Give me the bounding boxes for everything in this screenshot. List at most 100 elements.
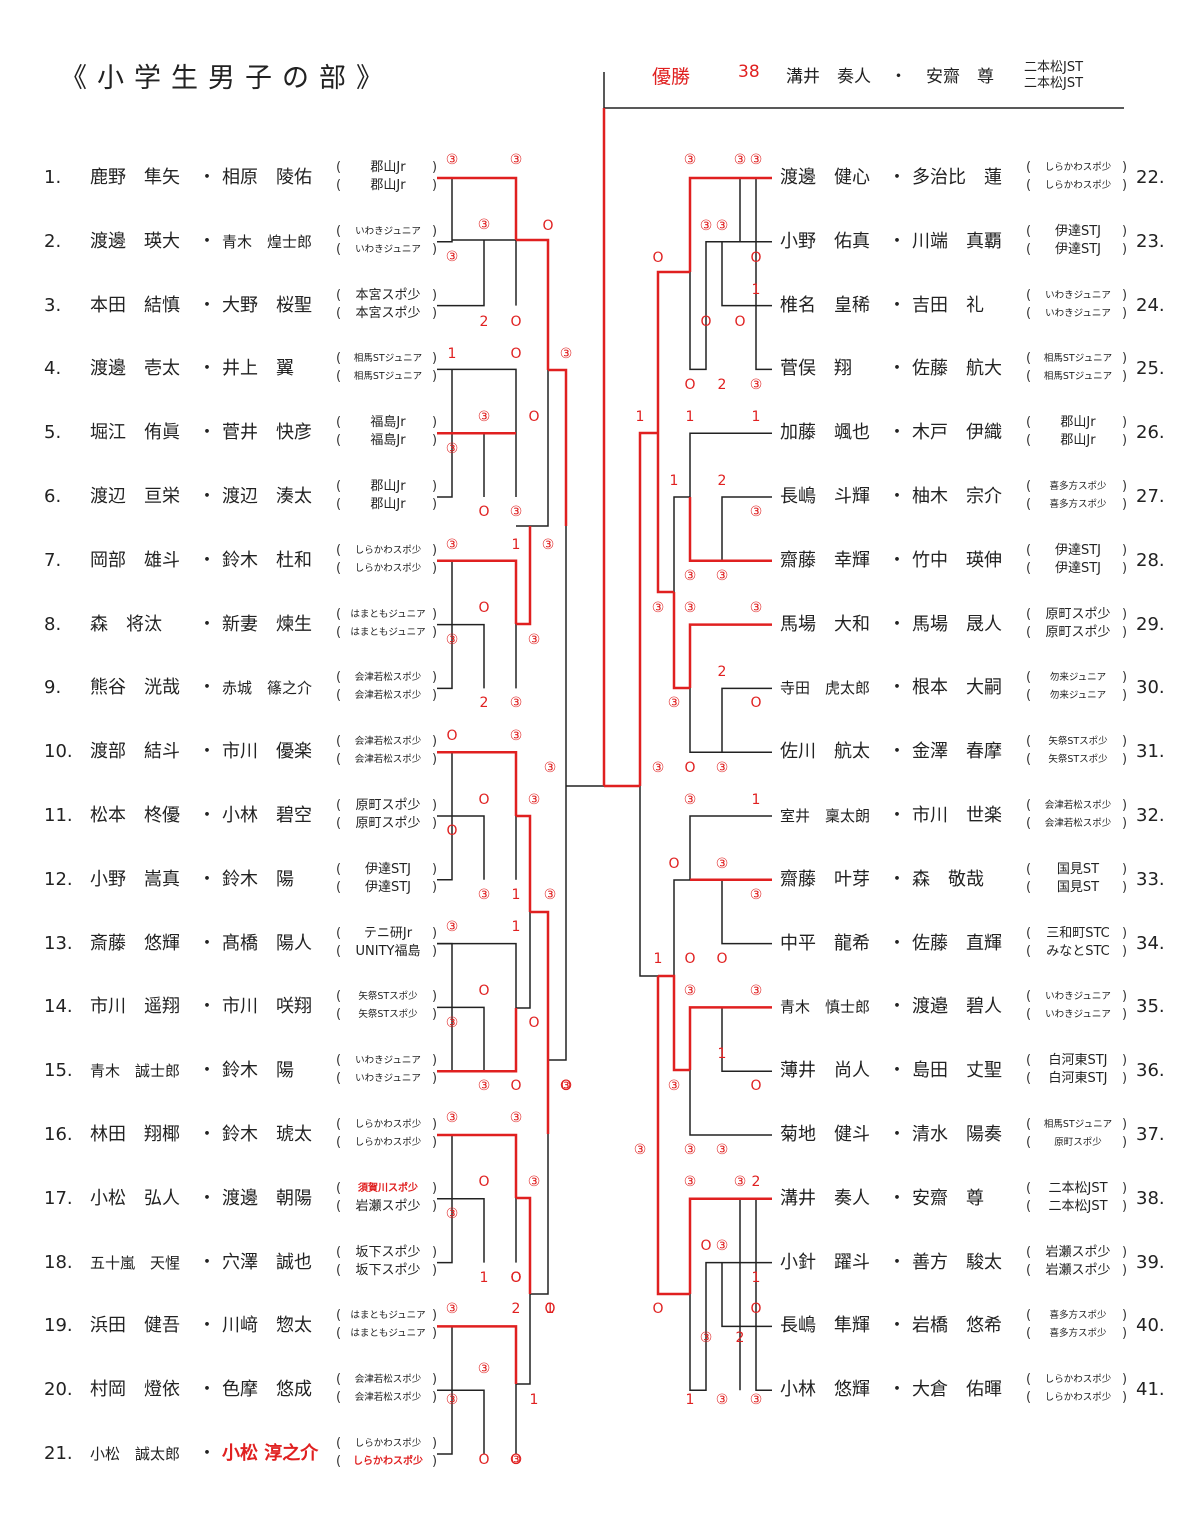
player1-name: 斎藤 悠輝	[90, 932, 180, 954]
entry-number: 35.	[1136, 996, 1165, 1018]
player1-name: 林田 翔椰	[90, 1124, 180, 1145]
paren-open: (	[336, 989, 342, 1005]
champion-player2: 安齋 尊	[926, 67, 994, 87]
paren-open: (	[1026, 160, 1032, 175]
paren-open: (	[336, 943, 342, 959]
entry-number: 36.	[1136, 1060, 1165, 1082]
paren-close: )	[432, 816, 438, 831]
separator: ・	[888, 549, 906, 571]
bracket-line	[437, 560, 453, 690]
match-score: 1	[529, 1392, 539, 1408]
separator: ・	[198, 1251, 216, 1273]
entry-number: 12.	[44, 868, 73, 890]
paren-open: (	[1026, 943, 1032, 959]
match-score: O	[700, 1238, 712, 1254]
separator: ・	[198, 1443, 216, 1464]
paren-close: )	[432, 479, 438, 494]
player2-name: 鈴木 杜和	[222, 549, 312, 571]
match-score: O	[750, 1078, 762, 1094]
paren-open: (	[1026, 1180, 1032, 1196]
player1-name: 加藤 颯也	[780, 422, 870, 444]
paren-open: (	[336, 688, 342, 704]
entry-number: 4.	[44, 358, 62, 380]
paren-open: (	[336, 861, 342, 877]
player1-name: 椎名 皇稀	[780, 294, 870, 316]
paren-open: (	[1026, 305, 1032, 321]
paren-close: )	[432, 1244, 438, 1260]
player2-name: 多治比 蓮	[912, 167, 1002, 188]
player1-name: 熊谷 洸哉	[90, 677, 180, 699]
paren-open: (	[1026, 542, 1032, 558]
match-score: ③	[509, 1452, 523, 1468]
bracket-line	[437, 1008, 518, 1073]
bracket-line	[721, 496, 772, 561]
paren-close: )	[1122, 1326, 1128, 1342]
match-score: ③	[749, 377, 763, 393]
separator: ・	[888, 677, 906, 699]
entry-number: 31.	[1136, 741, 1165, 763]
bracket-line	[672, 592, 690, 690]
paren-open: (	[1026, 369, 1032, 385]
club2: 会津若松スポ少	[1044, 818, 1112, 829]
entry-row: 17.小松 弘人・渡邊 朝陽(())須賀川スポ少岩瀬スポ少	[0, 1179, 1200, 1219]
match-score: ③	[715, 1392, 729, 1408]
page-title: 《小学生男子の部》	[60, 63, 393, 94]
match-score: ③	[477, 887, 491, 903]
match-score: ③	[445, 441, 459, 457]
match-score: ③	[633, 1142, 647, 1158]
match-score: 2	[717, 377, 727, 393]
player1-name: 渡邊 壱太	[90, 358, 180, 380]
bracket-line	[689, 432, 772, 497]
player2-name: 吉田 礼	[912, 294, 984, 316]
bracket-line	[755, 178, 772, 371]
bracket-line	[638, 431, 658, 786]
paren-open: (	[1026, 798, 1032, 813]
club1: 須賀川スポ少	[358, 1182, 418, 1194]
match-score: ③	[667, 695, 681, 711]
player2-name: 新妻 煉生	[222, 613, 312, 635]
paren-close: )	[1122, 1007, 1128, 1023]
match-score: ③	[509, 152, 523, 168]
club1: 伊達STJ	[1054, 223, 1102, 239]
bracket-line	[437, 176, 518, 240]
club1: しらかわスポ少	[354, 1119, 422, 1130]
club2: 原町スポ少	[1045, 624, 1111, 640]
match-score: O	[528, 409, 540, 425]
club2: はまともジュニア	[350, 1328, 426, 1340]
paren-open: (	[336, 1135, 342, 1150]
paren-close: )	[1122, 798, 1128, 813]
separator: ・	[198, 932, 216, 954]
entry-number: 23.	[1136, 230, 1165, 252]
match-score: 1	[635, 409, 645, 425]
match-score: ③	[733, 152, 747, 168]
club1: しらかわスポ少	[1044, 162, 1112, 173]
club2: しらかわスポ少	[353, 1456, 423, 1467]
entry-number: 26.	[1136, 422, 1165, 444]
match-score: ③	[651, 600, 665, 616]
paren-open: (	[336, 624, 342, 640]
match-score: O	[734, 314, 746, 330]
match-score: ③	[699, 1330, 713, 1346]
bracket-line	[530, 910, 550, 1134]
entry-row: 19.浜田 健吾・川﨑 惣太(())はまともジュニアはまともジュニア	[0, 1306, 1200, 1346]
champion-club1: 二本松JST	[1024, 60, 1084, 75]
bracket-line	[437, 1326, 453, 1455]
separator: ・	[198, 1379, 216, 1401]
match-score: 2	[735, 1330, 745, 1346]
paren-open: (	[1026, 560, 1032, 576]
club2: 本宮スポ少	[355, 305, 421, 321]
match-score: ③	[543, 887, 557, 903]
bracket-line	[437, 368, 517, 433]
bracket-line	[437, 369, 453, 498]
paren-open: (	[336, 241, 342, 257]
match-score: 1	[511, 537, 521, 553]
paren-close: )	[432, 861, 438, 877]
bracket-line	[516, 370, 549, 527]
paren-open: (	[1026, 1326, 1032, 1342]
bracket-line	[656, 976, 690, 1296]
club2: 会津若松スポ少	[354, 690, 422, 702]
player2-name: 根本 大嗣	[912, 677, 1002, 699]
